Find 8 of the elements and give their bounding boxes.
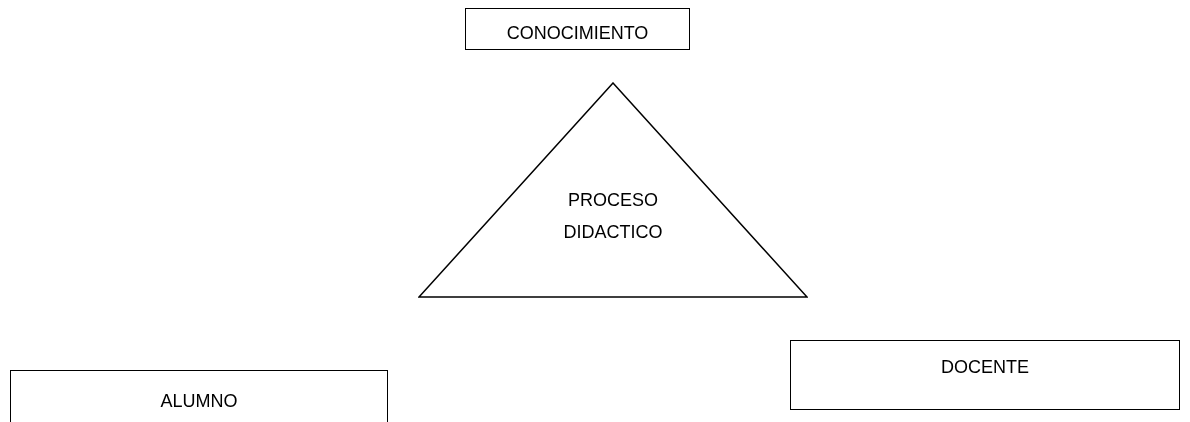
node-label: PROCESO DIDACTICO <box>562 189 664 244</box>
concept-box <box>790 340 1180 410</box>
concept-box <box>465 8 690 50</box>
node-label: CONOCIMIENTO <box>506 22 649 45</box>
node-label: DOCENTE <box>941 356 1029 379</box>
node-label: ALUMNO <box>160 390 238 413</box>
process-triangle <box>418 82 808 298</box>
concept-box <box>10 370 388 422</box>
